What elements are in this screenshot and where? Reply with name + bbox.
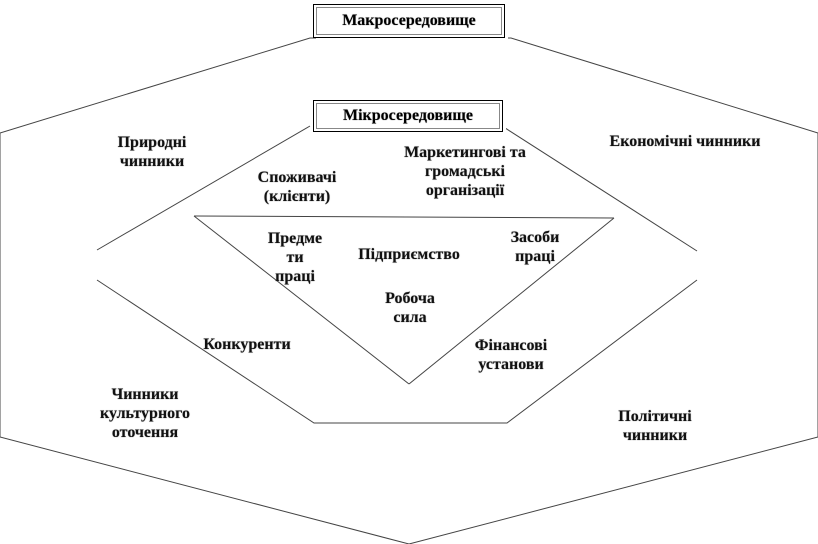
enterprise-triangle-left bbox=[193, 215, 410, 385]
enterprise-triangle-right bbox=[408, 217, 615, 385]
enterprise-triangle-top bbox=[193, 215, 615, 219]
macro-hexagon bbox=[0, 37, 818, 544]
micro-line-upper-left bbox=[96, 125, 311, 251]
political-factors-label: Політичні чинники bbox=[618, 408, 692, 444]
financial-institutions-label: Фінансові установи bbox=[474, 337, 548, 373]
macro-environment-title: Макросередовище bbox=[313, 4, 505, 38]
cultural-factors-label: Чинники культурного оточення bbox=[99, 386, 191, 441]
economic-factors-label: Економічні чинники bbox=[609, 133, 761, 150]
consumers-label: Споживачі (клієнти) bbox=[257, 169, 337, 205]
natural-factors-label: Природні чинники bbox=[117, 134, 187, 170]
micro-environment-title: Мікросередовище bbox=[313, 100, 503, 132]
micro-line-upper-right bbox=[501, 125, 698, 252]
labor-means-label: Засоби праці bbox=[510, 229, 560, 265]
competitors-label: Конкуренти bbox=[203, 336, 291, 353]
micro-line-lower bbox=[96, 279, 698, 424]
marketing-organizations-label: Маркетингові та громадські організації bbox=[404, 144, 526, 199]
enterprise-title: Підприємство bbox=[358, 246, 460, 263]
workforce-label: Робоча сила bbox=[385, 290, 435, 326]
labor-objects-label: Предме ти праці bbox=[267, 230, 323, 285]
